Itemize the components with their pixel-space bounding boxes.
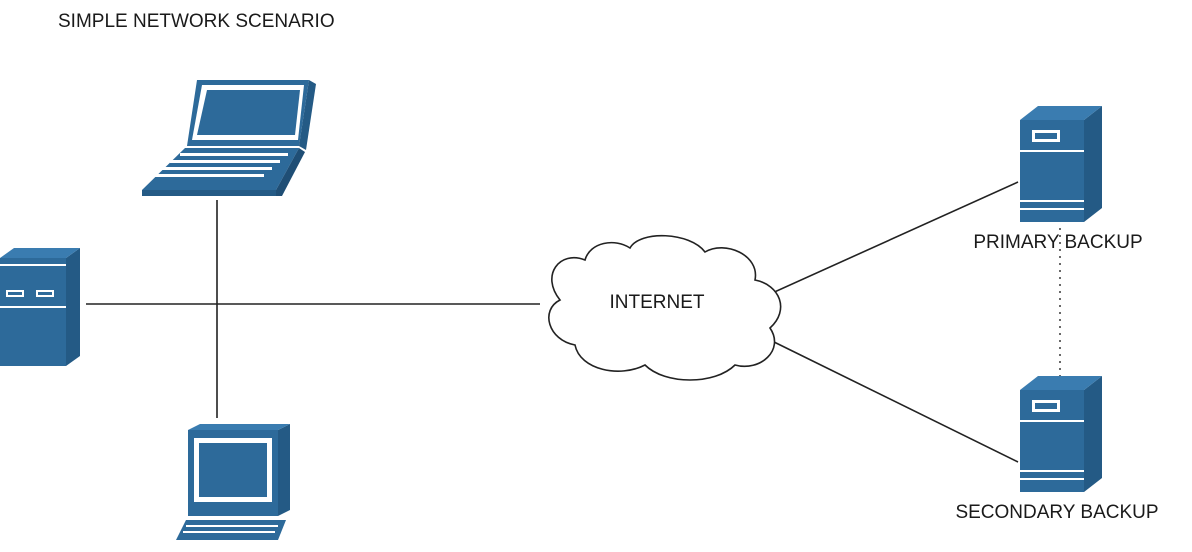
- desktop-computer-icon: [176, 424, 290, 540]
- connection-internet-primary-backup: [747, 181, 1019, 305]
- server-tower-icon: [1020, 376, 1102, 492]
- connection-internet-secondary-backup: [769, 339, 1019, 463]
- laptop-icon: [142, 80, 316, 196]
- internet-label: INTERNET: [610, 292, 705, 313]
- secondary-backup-label: SECONDARY BACKUP: [955, 502, 1158, 523]
- server-icon: [0, 248, 80, 366]
- connections: [86, 181, 1061, 463]
- cloud-icon: [548, 234, 782, 381]
- primary-backup-label: PRIMARY BACKUP: [973, 232, 1142, 253]
- diagram-title: SIMPLE NETWORK SCENARIO: [58, 11, 335, 32]
- server-tower-icon: [1020, 106, 1102, 222]
